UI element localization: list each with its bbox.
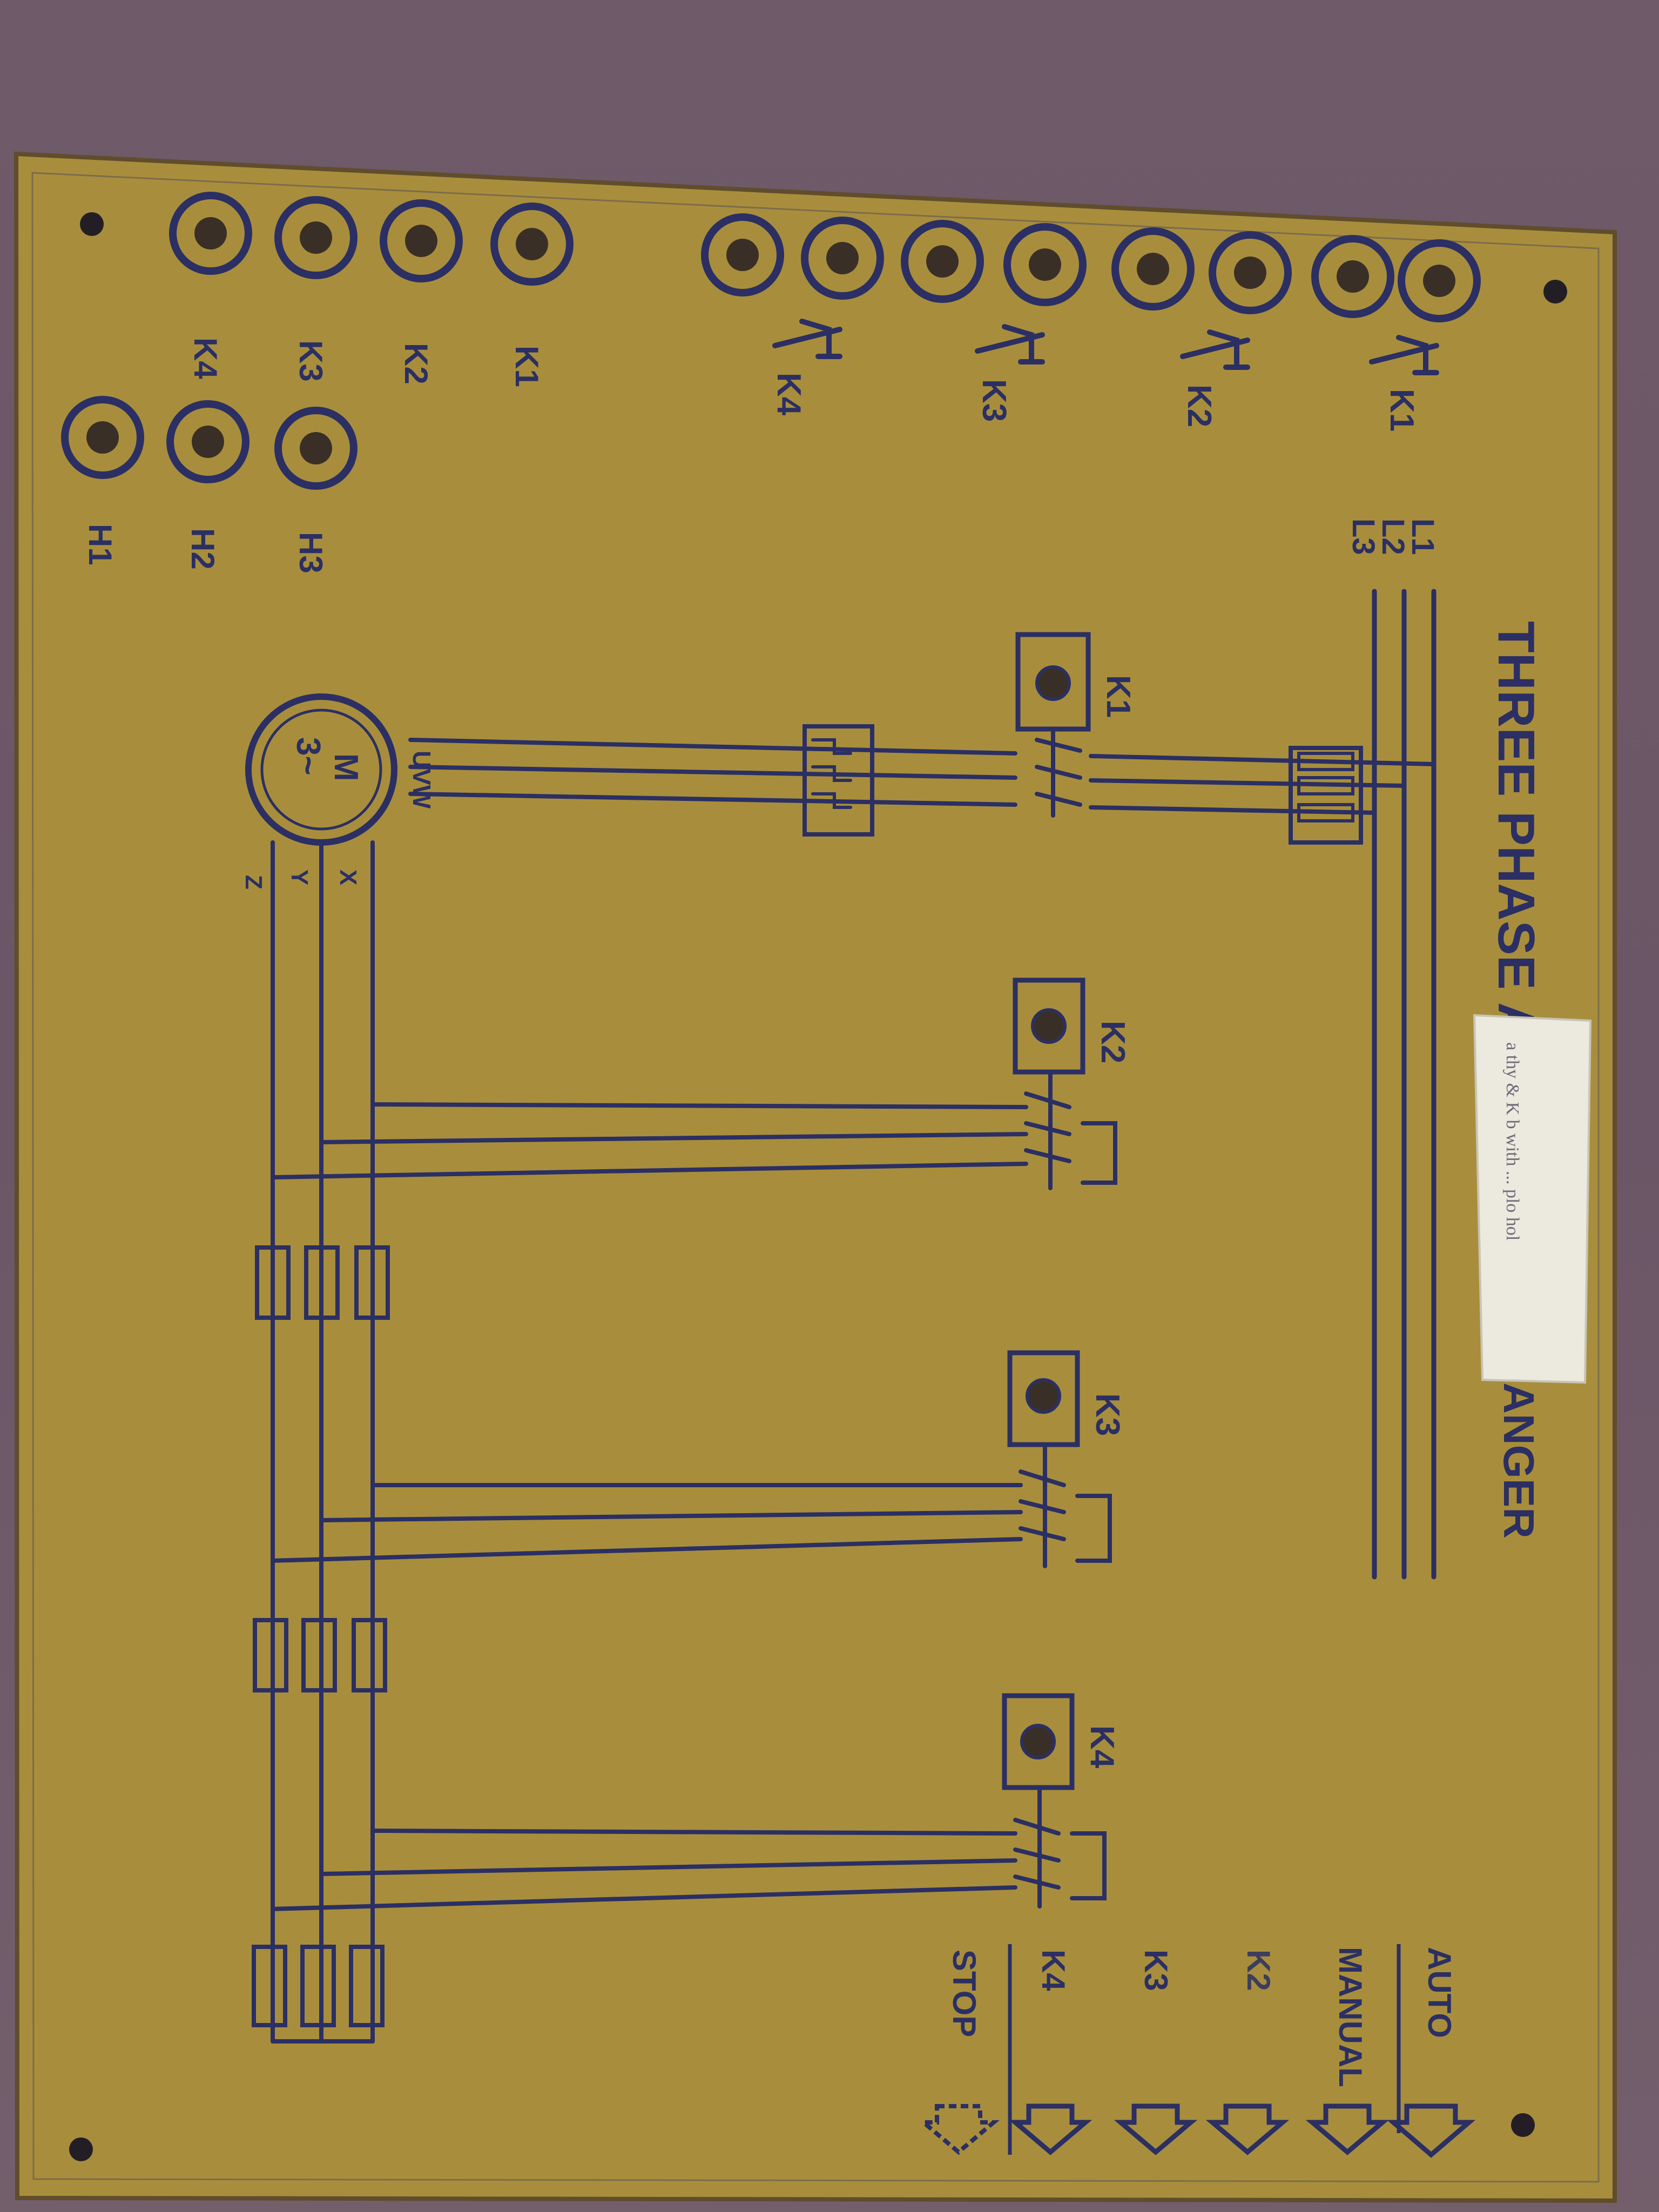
socket-label: K2	[398, 343, 434, 385]
board-inner-border	[31, 172, 1600, 2183]
motor-phase: 3~	[289, 737, 327, 775]
h-label: H3	[293, 532, 329, 574]
k3-lines	[271, 1483, 1023, 1563]
contactor-k2: K2	[1013, 977, 1131, 1190]
motor-terminal-x: X	[335, 869, 361, 885]
arrow-down-icon[interactable]	[1386, 2103, 1476, 2158]
arrow-down-icon[interactable]	[1114, 2103, 1198, 2155]
contact-label: K3	[975, 379, 1013, 422]
socket[interactable]	[1398, 239, 1481, 322]
fuse-block	[1289, 746, 1363, 845]
mount-hole	[69, 2137, 93, 2161]
k4-lines	[271, 1829, 1017, 1911]
control-label: K2	[1240, 1950, 1277, 1991]
motor-symbol: M	[327, 753, 365, 781]
contactor-label: K3	[1089, 1393, 1126, 1436]
mount-hole	[1543, 280, 1567, 304]
motor-terminals-top: UVW	[408, 751, 436, 809]
socket-label: K1	[509, 346, 545, 387]
arrow-down-icon[interactable]	[1205, 2103, 1290, 2155]
motor-terminal-y: Y	[286, 869, 313, 885]
resistor-bank-1	[255, 1245, 390, 1320]
control-label: AUTO	[1421, 1947, 1458, 2038]
socket-label: K3	[293, 340, 329, 382]
supply-line-label: L3	[1346, 518, 1381, 555]
arrow-down-icon[interactable]	[1008, 2103, 1092, 2155]
supply-labels: L1 L2 L3	[1346, 518, 1440, 555]
sticker: a thy & K b with ... plo hol	[1473, 1014, 1592, 1384]
socket[interactable]	[61, 396, 144, 479]
socket[interactable]	[801, 217, 884, 300]
contactor-k4: K4	[1002, 1693, 1121, 1908]
supply-line-label: L2	[1375, 518, 1411, 555]
contactor-k1: K1	[1015, 632, 1137, 818]
board-title: THREE PHASE A	[1487, 621, 1545, 1040]
contactor-label: K4	[1083, 1725, 1121, 1769]
h-labels: H3 H2 H1	[82, 524, 329, 574]
top-sockets	[169, 192, 574, 286]
contact-sockets	[701, 213, 1481, 322]
supply-bus	[1372, 589, 1437, 1580]
arrow-down-icon[interactable]	[1305, 2103, 1390, 2155]
resistor-bank-3	[252, 1945, 385, 2044]
socket[interactable]	[169, 192, 252, 275]
contact-label: K1	[1383, 389, 1420, 431]
socket[interactable]	[274, 407, 358, 490]
mount-hole	[80, 212, 104, 236]
contactor-k3: K3	[1007, 1350, 1126, 1568]
socket-labels-top: K1 K2 K3 K4	[187, 338, 545, 387]
control-label: K3	[1138, 1950, 1174, 1991]
sticker-note: a thy & K b with ... plo hol	[1502, 1042, 1522, 1240]
contact-label: K4	[770, 373, 807, 416]
contactor-label: K2	[1094, 1021, 1131, 1063]
contact-labels: K1 K2 K3 K4	[770, 373, 1420, 431]
controls: AUTO MANUAL K2 K3 K4 STOP	[918, 1944, 1476, 2158]
h-label: H1	[82, 524, 118, 565]
motor: M 3~ UVW X Y Z	[240, 693, 436, 889]
supply-line-label: L1	[1405, 518, 1440, 555]
board-title-tail: ANGER	[1495, 1382, 1543, 1539]
socket[interactable]	[1311, 235, 1394, 318]
k1-branch	[408, 738, 1436, 815]
socket-label: K4	[187, 338, 224, 379]
socket[interactable]	[701, 213, 784, 296]
socket[interactable]	[274, 196, 358, 279]
k2-lines	[271, 1102, 1028, 1179]
resistor-bank-2	[253, 1618, 387, 1692]
socket[interactable]	[1003, 223, 1087, 306]
h-sockets	[61, 396, 358, 490]
socket[interactable]	[380, 199, 463, 282]
h-label: H2	[185, 528, 221, 570]
xyz-bus	[271, 840, 375, 2044]
contactor-label: K1	[1100, 675, 1137, 718]
control-label: STOP	[946, 1950, 982, 2037]
overload-relay	[802, 724, 874, 837]
socket[interactable]	[1209, 231, 1292, 314]
socket[interactable]	[166, 400, 249, 483]
control-label: K4	[1035, 1950, 1071, 1991]
control-label: MANUAL	[1332, 1947, 1368, 2087]
socket[interactable]	[901, 220, 984, 303]
pcb-board	[14, 151, 1617, 2203]
socket[interactable]	[490, 203, 574, 286]
mount-hole	[1511, 2113, 1535, 2137]
motor-terminal-z: Z	[240, 875, 267, 889]
arrow-down-icon[interactable]	[918, 2104, 1000, 2155]
contact-symbols	[772, 319, 1439, 375]
socket[interactable]	[1111, 227, 1195, 311]
contact-label: K2	[1181, 385, 1218, 427]
